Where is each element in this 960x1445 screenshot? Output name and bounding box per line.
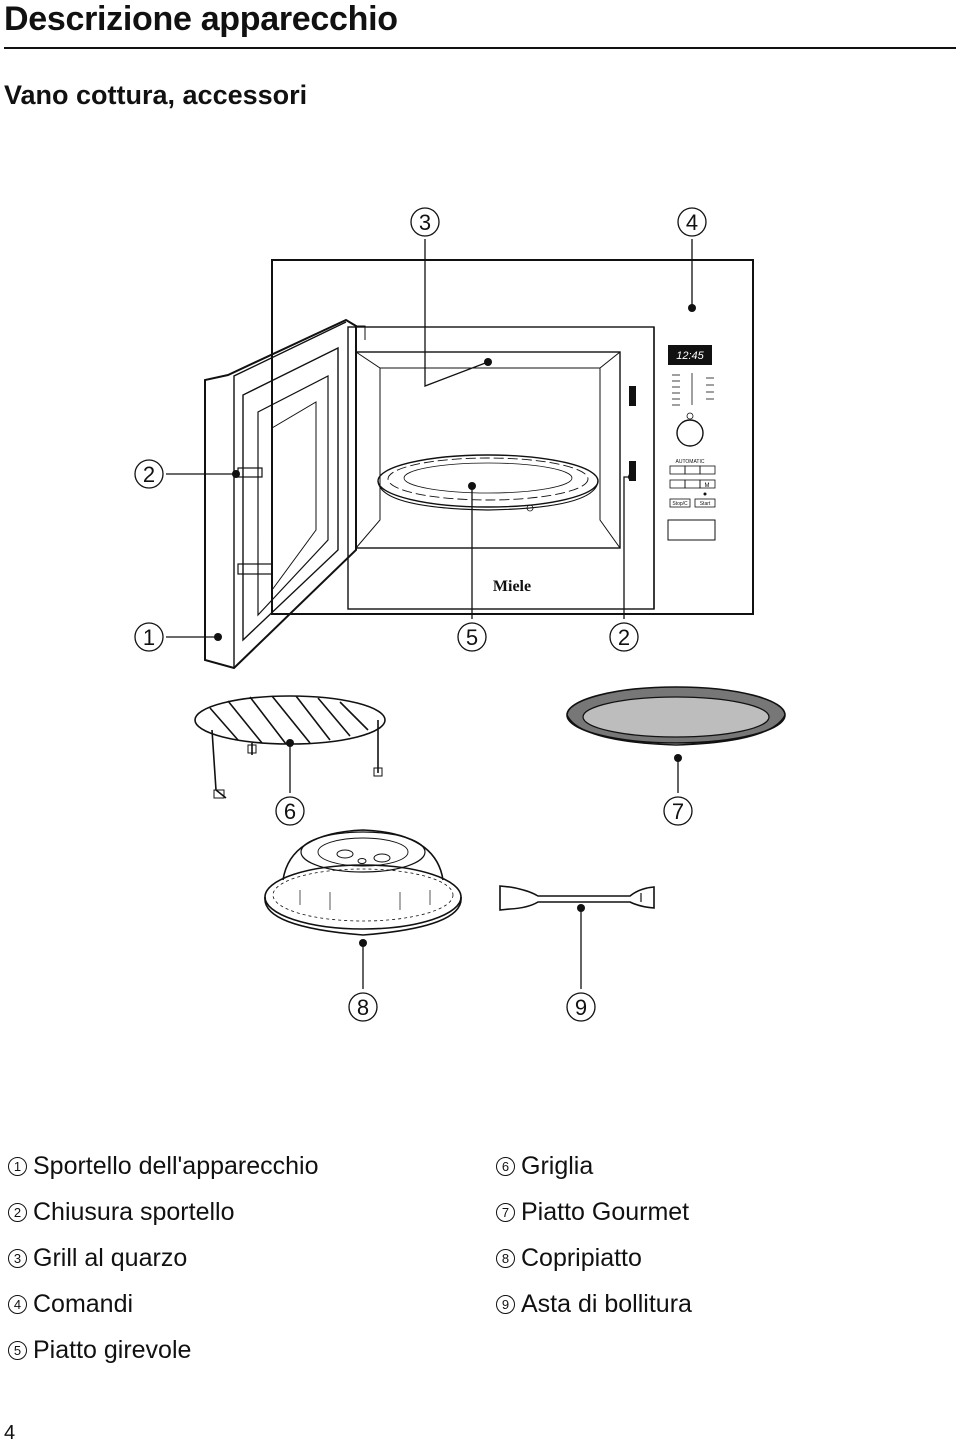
legend-item: 3 Grill al quarzo [8, 1235, 319, 1281]
callout-3: 3 [410, 207, 440, 237]
svg-text:2: 2 [618, 625, 630, 650]
legend-text: Piatto Gourmet [521, 1197, 690, 1226]
page-title: Descrizione apparecchio [4, 0, 398, 38]
legend-item: 1 Sportello dell'apparecchio [8, 1143, 319, 1189]
legend-item: 8 Copripiatto [496, 1235, 692, 1281]
svg-text:9: 9 [575, 995, 587, 1020]
power-scale [672, 373, 714, 406]
legend-text: Comandi [33, 1289, 134, 1318]
time-display [668, 345, 712, 365]
svg-text:2: 2 [143, 462, 155, 487]
callout-7: 7 [663, 796, 693, 826]
svg-text:4: 4 [686, 210, 698, 235]
turntable-plate [377, 454, 599, 512]
legend-text: Griglia [521, 1151, 594, 1180]
callout-8: 8 [348, 992, 378, 1022]
legend-number: 1 [8, 1156, 27, 1176]
appliance-illustration: 12:45 AUTOMATIC M Stop/C Start [0, 190, 960, 1050]
svg-text:1: 1 [143, 625, 155, 650]
panel-m-label: M [705, 483, 710, 489]
legend-number: 9 [496, 1294, 515, 1314]
title-divider [4, 47, 956, 49]
display-time: 12:45 [676, 350, 704, 362]
svg-text:6: 6 [284, 799, 296, 824]
callout-2-latch: 2 [609, 622, 639, 652]
section-title: Vano cottura, accessori [4, 80, 308, 110]
legend-item: 5 Piatto girevole [8, 1327, 319, 1373]
boiling-rod-accessory [499, 885, 655, 911]
callout-2-door: 2 [134, 459, 164, 489]
callout-4: 4 [677, 207, 707, 237]
legend-text: Chiusura sportello [33, 1197, 235, 1226]
callout-5: 5 [457, 622, 487, 652]
legend-item: 7 Piatto Gourmet [496, 1189, 692, 1235]
callout-leaders [166, 239, 696, 989]
legend-number: 6 [496, 1156, 515, 1176]
gourmet-plate-accessory [566, 686, 786, 746]
rack-accessory [194, 695, 386, 799]
legend-text: Piatto girevole [33, 1335, 192, 1364]
callout-6: 6 [275, 796, 305, 826]
svg-text:3: 3 [419, 210, 431, 235]
legend-column-left: 1 Sportello dell'apparecchio 2 Chiusura sp… [8, 1143, 319, 1373]
legend-item: 6 Griglia [496, 1143, 692, 1189]
panel-automatic-label: AUTOMATIC [676, 459, 705, 465]
svg-text:5: 5 [466, 625, 478, 650]
open-door [204, 318, 366, 670]
legend-text: Asta di bollitura [521, 1289, 692, 1318]
legend-number: 7 [496, 1202, 515, 1222]
legend-item: 2 Chiusura sportello [8, 1189, 319, 1235]
callout-9: 9 [566, 992, 596, 1022]
callout-1: 1 [134, 622, 164, 652]
legend-number: 8 [496, 1248, 515, 1268]
legend-text: Sportello dell'apparecchio [33, 1151, 319, 1180]
legend-number: 3 [8, 1248, 27, 1268]
illustration-svg: 12:45 AUTOMATIC M Stop/C Start [134, 207, 786, 1022]
legend-number: 2 [8, 1202, 27, 1222]
panel-start-label: Start [700, 501, 711, 507]
legend-text: Grill al quarzo [33, 1243, 188, 1272]
legend-number: 5 [8, 1340, 27, 1360]
callout-markers: 3 4 2 1 5 2 6 7 8 9 [134, 207, 707, 1022]
legend-text: Copripiatto [521, 1243, 642, 1272]
svg-text:8: 8 [357, 995, 369, 1020]
page-number: 4 [4, 1422, 16, 1444]
legend-item: 9 Asta di bollitura [496, 1281, 692, 1327]
panel-stop-label: Stop/C [672, 501, 688, 507]
legend-number: 4 [8, 1294, 27, 1314]
selector-knob [676, 419, 704, 447]
legend-item: 4 Comandi [8, 1281, 319, 1327]
plate-cover-accessory [264, 829, 462, 936]
microwave-appliance: 12:45 AUTOMATIC M Stop/C Start [271, 259, 754, 615]
brand-logo: Miele [493, 578, 531, 595]
svg-text:7: 7 [672, 799, 684, 824]
